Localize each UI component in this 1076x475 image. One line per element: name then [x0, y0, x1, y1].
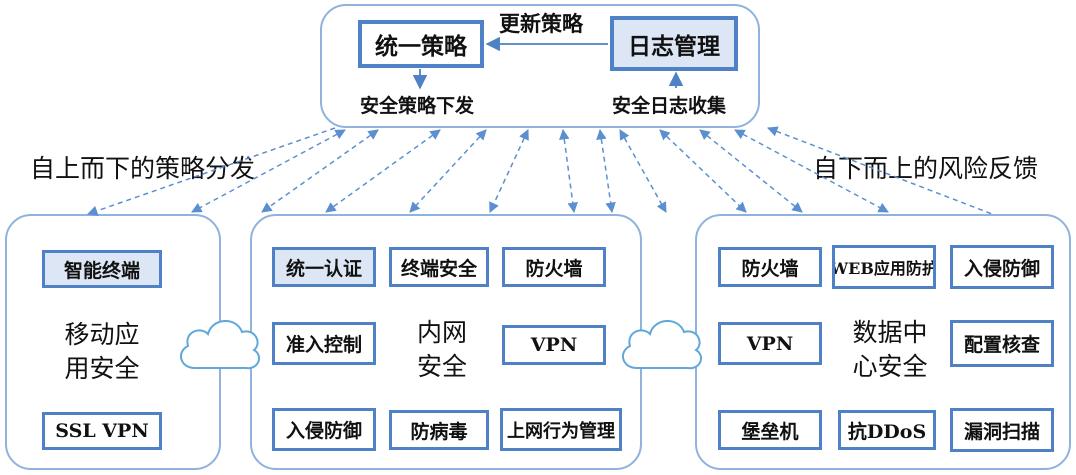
unified-policy-box: 统一策略: [358, 20, 484, 68]
dc-item-waf: WEB应用防护: [832, 245, 936, 289]
cloud-icon: [179, 320, 261, 370]
datacenter-security-title: 数据中 心安全: [852, 318, 928, 381]
connector-arrow: [191, 129, 346, 213]
ssl-vpn-box: SSL VPN: [42, 412, 162, 450]
dc-item-intrusion-prevention: 入侵防御: [950, 245, 1054, 289]
dc-item-firewall: 防火墙: [718, 247, 822, 287]
dc-item-vpn: VPN: [718, 322, 822, 365]
intranet-item-web-behavior-mgmt: 上网行为管理: [500, 408, 622, 451]
connector-arrow: [261, 129, 379, 213]
connector-arrow: [659, 129, 747, 213]
dc-item-config-check: 配置核查: [950, 320, 1054, 367]
intranet-item-endpoint-security: 终端安全: [389, 247, 489, 287]
intranet-item-vpn: VPN: [502, 325, 606, 365]
connector-arrow: [767, 126, 993, 215]
dc-item-vuln-scan: 漏洞扫描: [950, 408, 1054, 452]
dc-item-bastion-host: 堡垒机: [718, 410, 822, 450]
update-policy-label: 更新策略: [499, 11, 583, 36]
intranet-security-title: 内网 安全: [416, 318, 467, 381]
cloud-icon: [621, 320, 703, 370]
log-collect-label: 安全日志收集: [612, 95, 727, 117]
intranet-item-firewall: 防火墙: [502, 247, 606, 287]
intranet-item-unified-auth: 统一认证: [272, 247, 376, 287]
policy-dispatch-label: 安全策略下发: [360, 95, 475, 117]
intranet-item-antivirus: 防病毒: [389, 410, 489, 450]
dc-item-anti-ddos: 抗DDoS: [838, 410, 936, 450]
connector-arrow: [325, 129, 441, 213]
connector-arrow: [596, 128, 616, 214]
intranet-item-intrusion-prevention: 入侵防御: [272, 408, 376, 451]
connector-arrow: [489, 129, 529, 213]
log-management-box: 日志管理: [610, 16, 738, 71]
connector-arrow: [699, 129, 803, 213]
connector-arrow: [409, 129, 487, 213]
intranet-item-access-control: 准入控制: [272, 322, 376, 365]
connector-arrow: [734, 129, 889, 213]
mobile-security-title: 移动应 用安全: [64, 320, 140, 383]
connector-arrow: [87, 127, 336, 216]
connector-arrow: [619, 129, 667, 213]
connector-arrow: [559, 128, 578, 214]
smart-terminal-box: 智能终端: [42, 250, 162, 288]
